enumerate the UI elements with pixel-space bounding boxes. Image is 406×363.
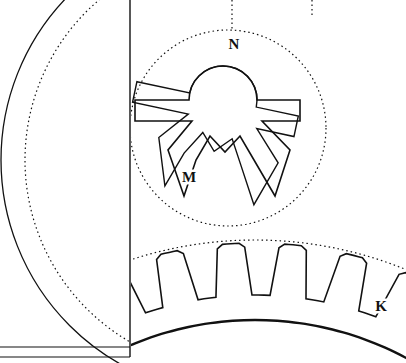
escape-wheel-teeth xyxy=(131,243,406,362)
part-letter: M xyxy=(181,170,197,185)
part-letter: K xyxy=(374,299,388,314)
part-letter: N xyxy=(228,37,241,52)
dotted-circle xyxy=(25,0,130,363)
center-line xyxy=(231,0,232,30)
anchor-outline xyxy=(131,48,305,209)
escapement xyxy=(131,0,406,363)
wheel-rim xyxy=(131,320,406,363)
pitch-circle xyxy=(131,240,406,294)
anchor-outline xyxy=(135,66,300,196)
pallet-circle xyxy=(131,30,326,226)
frame-line xyxy=(129,0,130,357)
solid-arc xyxy=(1,0,130,363)
center-line xyxy=(311,0,312,18)
frame-line xyxy=(0,346,130,347)
